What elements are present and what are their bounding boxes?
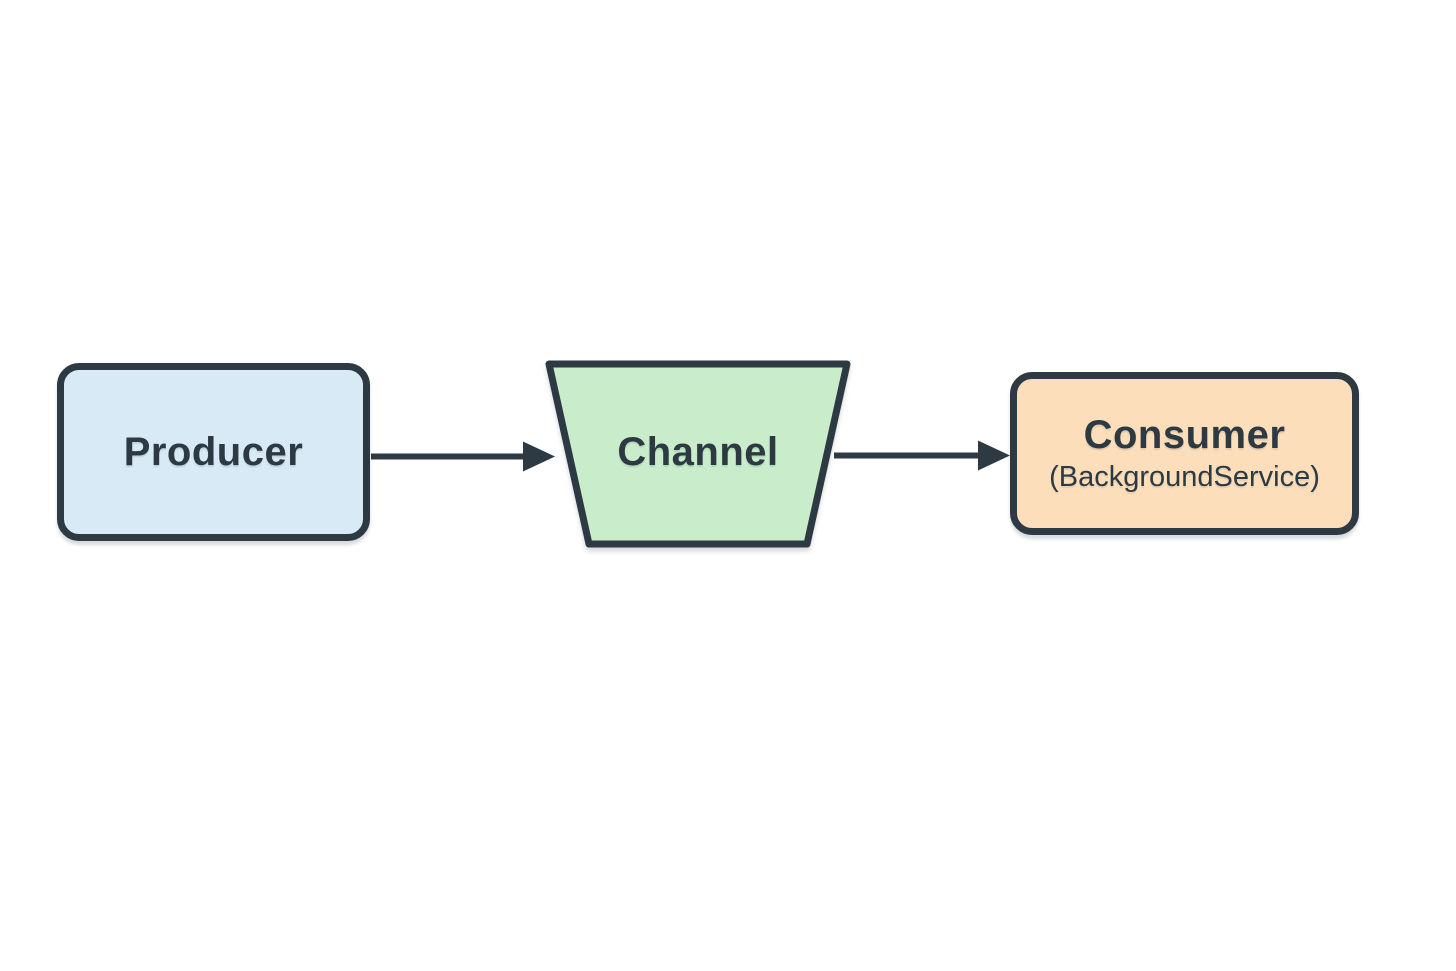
consumer-node: Consumer (BackgroundService) <box>1010 372 1359 535</box>
producer-label: Producer <box>123 430 304 474</box>
channel-trapezoid-shape <box>545 360 851 548</box>
producer-node: Producer <box>57 363 370 541</box>
channel-label: Channel <box>617 430 779 474</box>
channel-node: Channel <box>536 352 860 552</box>
arrow-channel-to-consumer <box>834 440 1010 471</box>
consumer-label: Consumer <box>1083 413 1286 458</box>
consumer-sublabel: (BackgroundService) <box>1049 461 1320 494</box>
arrow-producer-to-channel <box>371 441 555 472</box>
